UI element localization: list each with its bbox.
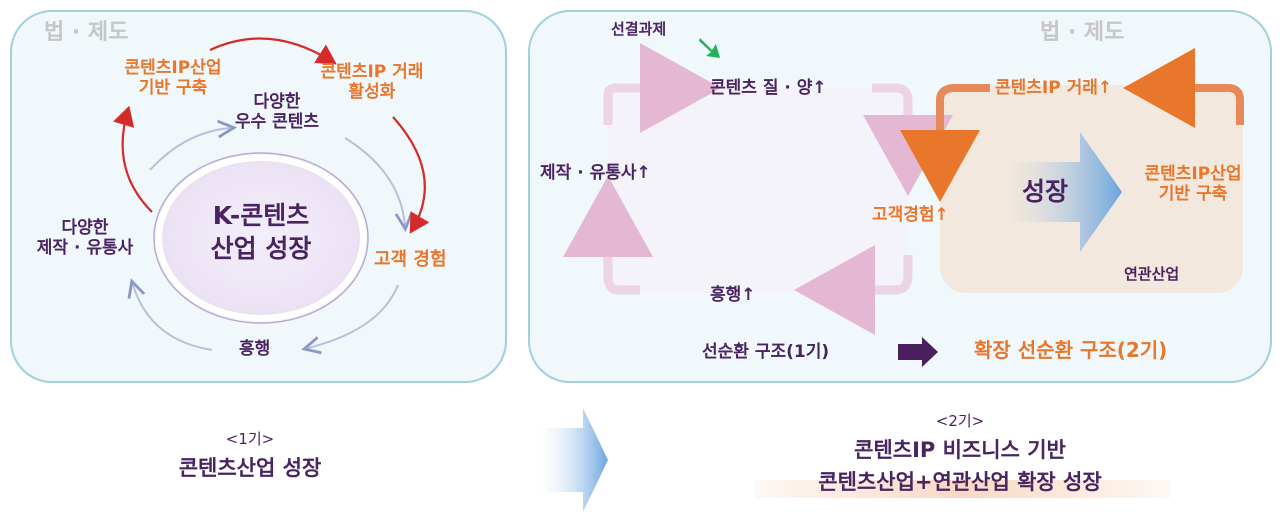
cycle-arc-bottom-right [308,284,399,348]
center-ellipse [156,155,366,321]
cycle1-area [608,88,908,293]
phase1-tag: <1기> [225,430,275,448]
right-producers-label: 제작 · 유통사↑ [540,163,651,183]
right-ip-trade-label: 콘텐츠IP 거래↑ [995,78,1113,98]
red-arrow-left [113,105,153,213]
cycle-arc-top [149,128,230,171]
growth-arrow [1000,132,1122,252]
related-industry-label: 연관산업 [1124,265,1180,283]
phase2-highlight [755,480,1170,498]
phase2-line1: 콘텐츠IP 비즈니스 기반 [854,438,1066,462]
left-hit-label: 흥행 [239,339,271,359]
green-arrow [699,38,720,58]
left-producers-label: 다양한 제작 · 유통사 [36,218,134,259]
right-ip-base-label: 콘텐츠IP산업 기반 구축 [1144,164,1242,205]
left-customer-label: 고객 경험 [374,249,447,270]
left-quality-content-label: 다양한 우수 콘텐츠 [234,92,320,133]
cycle2-label: 확장 선순환 구조(2기) [974,338,1168,362]
red-arrow-right [392,116,430,234]
right-task-label: 선결과제 [611,20,667,38]
phase2-tag: <2기> [935,412,985,430]
left-law-label: 법 · 제도 [44,20,129,45]
cycle1-label: 선순환 구조(1기) [702,342,830,362]
right-hit-label: 흥행↑ [710,285,756,305]
right-law-label: 법 · 제도 [1040,20,1125,45]
phase2-line2: 콘텐츠산업+연관산업 확장 성장 [818,470,1102,494]
right-quality-label: 콘텐츠 질 · 양↑ [710,78,827,98]
left-center-label: K-콘텐츠 산업 성장 [210,201,312,263]
phase1-title: 콘텐츠산업 성장 [178,456,322,480]
red-arrow-top [209,37,337,65]
cycle-arc-bottom-left [133,285,213,351]
left-ip-base-label: 콘텐츠IP산업 기반 구축 [124,58,222,99]
cycle-arc-right [344,137,405,225]
growth-label: 성장 [1022,177,1069,206]
phase-arrow [532,408,608,512]
left-ip-trade-label: 콘텐츠IP 거래 활성화 [320,62,424,103]
right-customer-label: 고객경험↑ [872,205,949,225]
purple-arrow [898,337,938,367]
